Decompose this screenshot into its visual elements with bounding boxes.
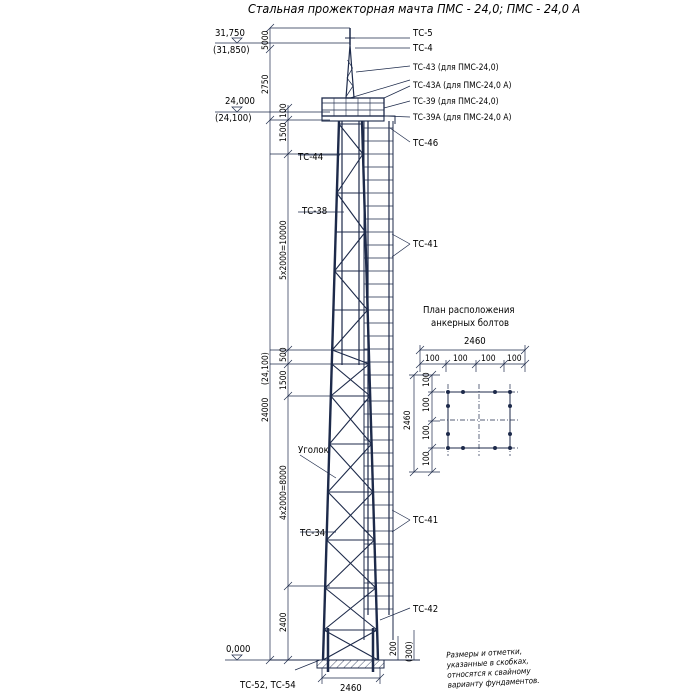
- bracing-diagonal: [331, 309, 369, 351]
- dim-200: 200: [389, 641, 399, 656]
- dim-5x2000: 5x2000=10000: [279, 220, 289, 280]
- lamp-platform: [321, 97, 385, 117]
- callout-tc4: ТС-4: [412, 43, 433, 54]
- dim-1500-mid: 1500: [279, 370, 289, 390]
- plan-top-100-d: 100: [507, 354, 522, 364]
- callout-tc34: ТС-34: [299, 528, 325, 539]
- plan-left-100-b: 100: [422, 397, 432, 412]
- elevation-ground: 0,000: [226, 644, 250, 655]
- foundation: [316, 659, 385, 669]
- elevation-top-alt: (31,850): [213, 45, 250, 56]
- callout-tc43: ТС-43 (для ПМС-24,0): [412, 63, 499, 73]
- plan-height-2460: 2460: [403, 410, 413, 430]
- callout-tc39: ТС-39 (для ПМС-24,0): [412, 97, 499, 107]
- base-width-dim: [317, 668, 385, 684]
- anchor-bolt-plan: План расположения анкерных болтов 2460 1…: [403, 305, 530, 477]
- spire-lattice: [346, 59, 354, 97]
- callout-angle: Уголок: [298, 445, 329, 456]
- dim-5000: 5000: [261, 30, 271, 50]
- platform-floor: [321, 115, 385, 122]
- plan-top-100-c: 100: [481, 354, 496, 364]
- bracing-diagonal: [332, 349, 370, 365]
- callout-tc43a: ТС-43А (для ПМС-24,0 А): [412, 81, 511, 91]
- elevation-platform-alt: (24,100): [215, 113, 252, 124]
- bracing-diagonal: [323, 587, 377, 631]
- plan-left-100-c: 100: [422, 425, 432, 440]
- tower-base: [270, 628, 420, 672]
- bracing-diagonal: [324, 587, 378, 631]
- bracing-diagonal: [326, 491, 374, 541]
- plan-left-100-d: 100: [422, 451, 432, 466]
- plan-top-100-a: 100: [425, 354, 440, 364]
- bracing-diagonal: [327, 443, 372, 493]
- dim-total-alt: (24,100): [261, 352, 271, 385]
- tower-leg-left: [321, 120, 341, 661]
- bracing-diagonal: [328, 395, 371, 445]
- callout-tc41-lower: ТС-41: [412, 515, 438, 526]
- dim-500: 500: [279, 347, 289, 362]
- drawing-title: Стальная прожекторная мачта ПМС - 24,0; …: [248, 1, 580, 16]
- plan-width-2460: 2460: [464, 336, 486, 347]
- callout-tc44: ТС-44: [297, 152, 323, 163]
- dim-300: (300): [405, 641, 415, 662]
- callout-tc41-upper: ТС-41: [412, 239, 438, 250]
- dim-24000: 24000: [261, 398, 271, 422]
- callout-tc42: ТС-42: [412, 604, 438, 615]
- callout-tc5: ТС-5: [412, 28, 433, 39]
- plan-top-100-b: 100: [453, 354, 468, 364]
- bracing-diagonal: [338, 123, 364, 155]
- callout-leaders: [294, 37, 411, 671]
- note-line-1: Размеры и отметки,: [446, 647, 522, 660]
- note-line-2: указанные в скобках,: [445, 656, 528, 669]
- bracing-diagonal: [336, 153, 364, 194]
- bracing-diagonal: [330, 363, 370, 397]
- bracing-diagonal: [334, 270, 369, 311]
- plan-base-outline: [447, 391, 511, 449]
- bracing-diagonal: [334, 231, 366, 272]
- plan-title-2: анкерных болтов: [431, 318, 509, 329]
- callout-tc39a: ТС-39А (для ПМС-24,0 А): [412, 113, 511, 123]
- dim-4x2000: 4x2000=8000: [279, 465, 289, 520]
- bracing-diagonal: [324, 539, 375, 589]
- callout-tc38: ТС-38: [301, 206, 327, 217]
- dim-100: 100: [279, 103, 289, 118]
- dim-base-width: 2460: [340, 683, 362, 694]
- callout-tc52-54: ТС-52, ТС-54: [239, 680, 296, 691]
- callout-tc46: ТС-46: [412, 138, 438, 149]
- plan-bolts: [446, 390, 512, 450]
- elevation-top: 31,750: [215, 28, 245, 39]
- bracing-diagonal: [322, 629, 378, 661]
- note-line-3: относятся к свайному: [447, 666, 532, 679]
- dimension-lines-left: [215, 23, 350, 665]
- bracing-diagonal: [336, 192, 366, 233]
- dim-1500-top: 1500: [279, 122, 289, 142]
- footnote: Размеры и отметки, указанные в скобках, …: [445, 647, 539, 690]
- elevation-platform: 24,000: [225, 96, 255, 107]
- bracing-diagonal: [329, 443, 374, 493]
- ladder-rungs: [364, 127, 393, 610]
- dim-2750: 2750: [261, 74, 271, 94]
- plan-left-100-a: 100: [422, 372, 432, 387]
- bracing-diagonal: [327, 491, 375, 541]
- ladder: [363, 121, 394, 640]
- dim-2400: 2400: [279, 612, 289, 632]
- plan-title-1: План расположения: [423, 305, 515, 316]
- bracing-diagonal: [330, 395, 373, 445]
